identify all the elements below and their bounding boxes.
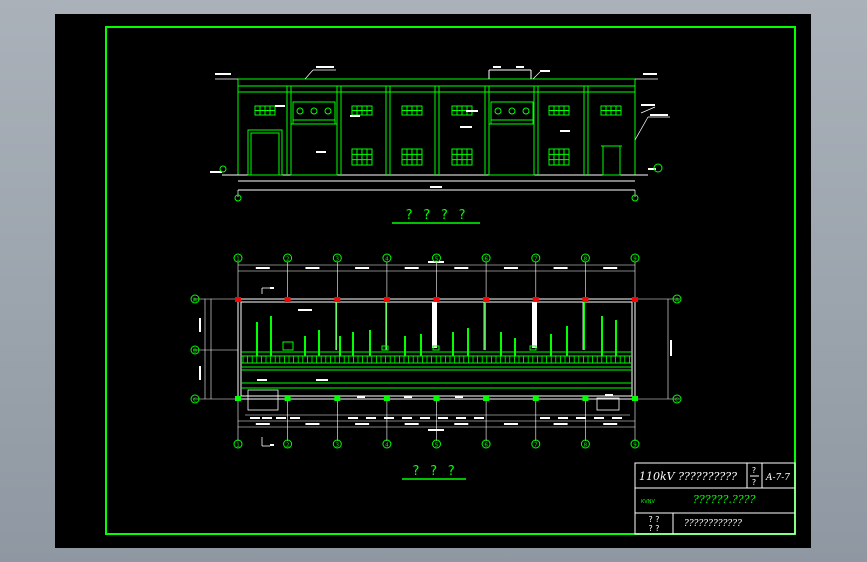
- axis-bubble-label: 9: [633, 442, 637, 448]
- row-axis-bubble-label: A: [675, 297, 679, 303]
- row-axis-bubble: [672, 394, 682, 404]
- axis-bubble-label: 3: [336, 442, 340, 448]
- axis-bubble: [233, 253, 243, 263]
- title-block-drawing-title: ??????.????: [693, 493, 756, 506]
- row-axis-bubble: [190, 394, 200, 404]
- plan-title: ? ? ?: [412, 464, 456, 479]
- row-axis-bubble-label: A: [193, 297, 197, 303]
- drawing-sheet: [55, 14, 811, 548]
- axis-bubble: [580, 253, 590, 263]
- elevation-annotation-marks: [210, 66, 668, 188]
- axis-bubble-label: 4: [385, 256, 389, 262]
- title-block-fraction-bottom: ?: [752, 478, 756, 487]
- elevation-axis-bubbles: [219, 163, 663, 202]
- column-pads: [282, 341, 537, 351]
- inner-border-frame: [105, 26, 796, 535]
- axis-bubble-label: 1: [236, 256, 240, 262]
- front-elevation: [222, 69, 648, 191]
- axis-bubble-label: 6: [484, 442, 488, 448]
- title-block-project: 110kV ??????????: [639, 470, 737, 483]
- elevation-windows: [254, 105, 622, 166]
- title-block-approve-bottom: ? ?: [648, 524, 659, 533]
- axis-bubble: [481, 253, 491, 263]
- row-axis-bubble: [190, 294, 200, 304]
- small-door: [602, 145, 621, 176]
- elevation-annotations: [215, 69, 670, 197]
- trench-hatching: [242, 356, 630, 363]
- vent-fans: [296, 107, 530, 115]
- plan-axis-lines: [237, 262, 636, 441]
- axis-bubble: [382, 253, 392, 263]
- axis-bubble-label: 1: [236, 442, 240, 448]
- row-axis-bubble: [190, 345, 200, 355]
- title-block-sheet-number: A-7-7: [765, 473, 790, 483]
- axis-bubble: [630, 439, 640, 449]
- axis-bubble: [531, 439, 541, 449]
- axis-bubble-label: 8: [584, 256, 588, 262]
- elevation-pilasters: [286, 86, 589, 175]
- elevation-outline: [237, 78, 636, 176]
- axis-bubble-label: 2: [286, 256, 290, 262]
- title-block-org-label: KVNV: [641, 499, 655, 505]
- axis-bubble-label: 6: [484, 256, 488, 262]
- axis-bubble: [233, 439, 243, 449]
- axis-bubble-label: 7: [534, 256, 538, 262]
- axis-bubble-label: 7: [534, 442, 538, 448]
- axis-bubble: [432, 253, 441, 263]
- title-block-company: ????????????: [684, 519, 742, 529]
- row-axis-bubble-label: C: [675, 397, 679, 403]
- axis-bubble: [332, 253, 342, 263]
- row-axis-bubble-label: C: [193, 397, 197, 403]
- plan-labels: [257, 287, 613, 446]
- elevation-title: ? ? ? ?: [405, 208, 467, 223]
- plan-dimension-lines: [193, 264, 680, 428]
- axis-bubble: [481, 439, 491, 449]
- axis-bubble: [580, 439, 590, 449]
- vent-panel: [490, 101, 534, 125]
- title-block-fraction-top: ?: [752, 466, 756, 475]
- axis-bubble-label: 5: [435, 442, 439, 448]
- row-axis-bubble: [672, 294, 682, 304]
- axis-bubble: [432, 439, 441, 449]
- axis-bubble-label: 9: [633, 256, 637, 262]
- axis-bubble-label: 2: [286, 442, 290, 448]
- vent-panel: [292, 101, 336, 125]
- axis-bubble: [630, 253, 640, 263]
- axis-bubble-label: 4: [385, 442, 389, 448]
- axis-bubble-label: 5: [435, 256, 439, 262]
- axis-bubble-label: 3: [336, 256, 340, 262]
- axis-bubble: [332, 439, 342, 449]
- row-axis-bubble-label: B: [193, 348, 197, 354]
- axis-bubble: [283, 439, 293, 449]
- plan-interior-details: [247, 287, 620, 447]
- title-block-approve-top: ? ?: [648, 515, 659, 524]
- axis-bubble: [531, 253, 541, 263]
- axis-bubble-label: 8: [584, 442, 588, 448]
- axis-bubble: [283, 253, 293, 263]
- axis-bubble: [382, 439, 392, 449]
- structural-columns: [235, 297, 638, 401]
- title-block: [634, 462, 796, 535]
- large-door: [247, 129, 283, 176]
